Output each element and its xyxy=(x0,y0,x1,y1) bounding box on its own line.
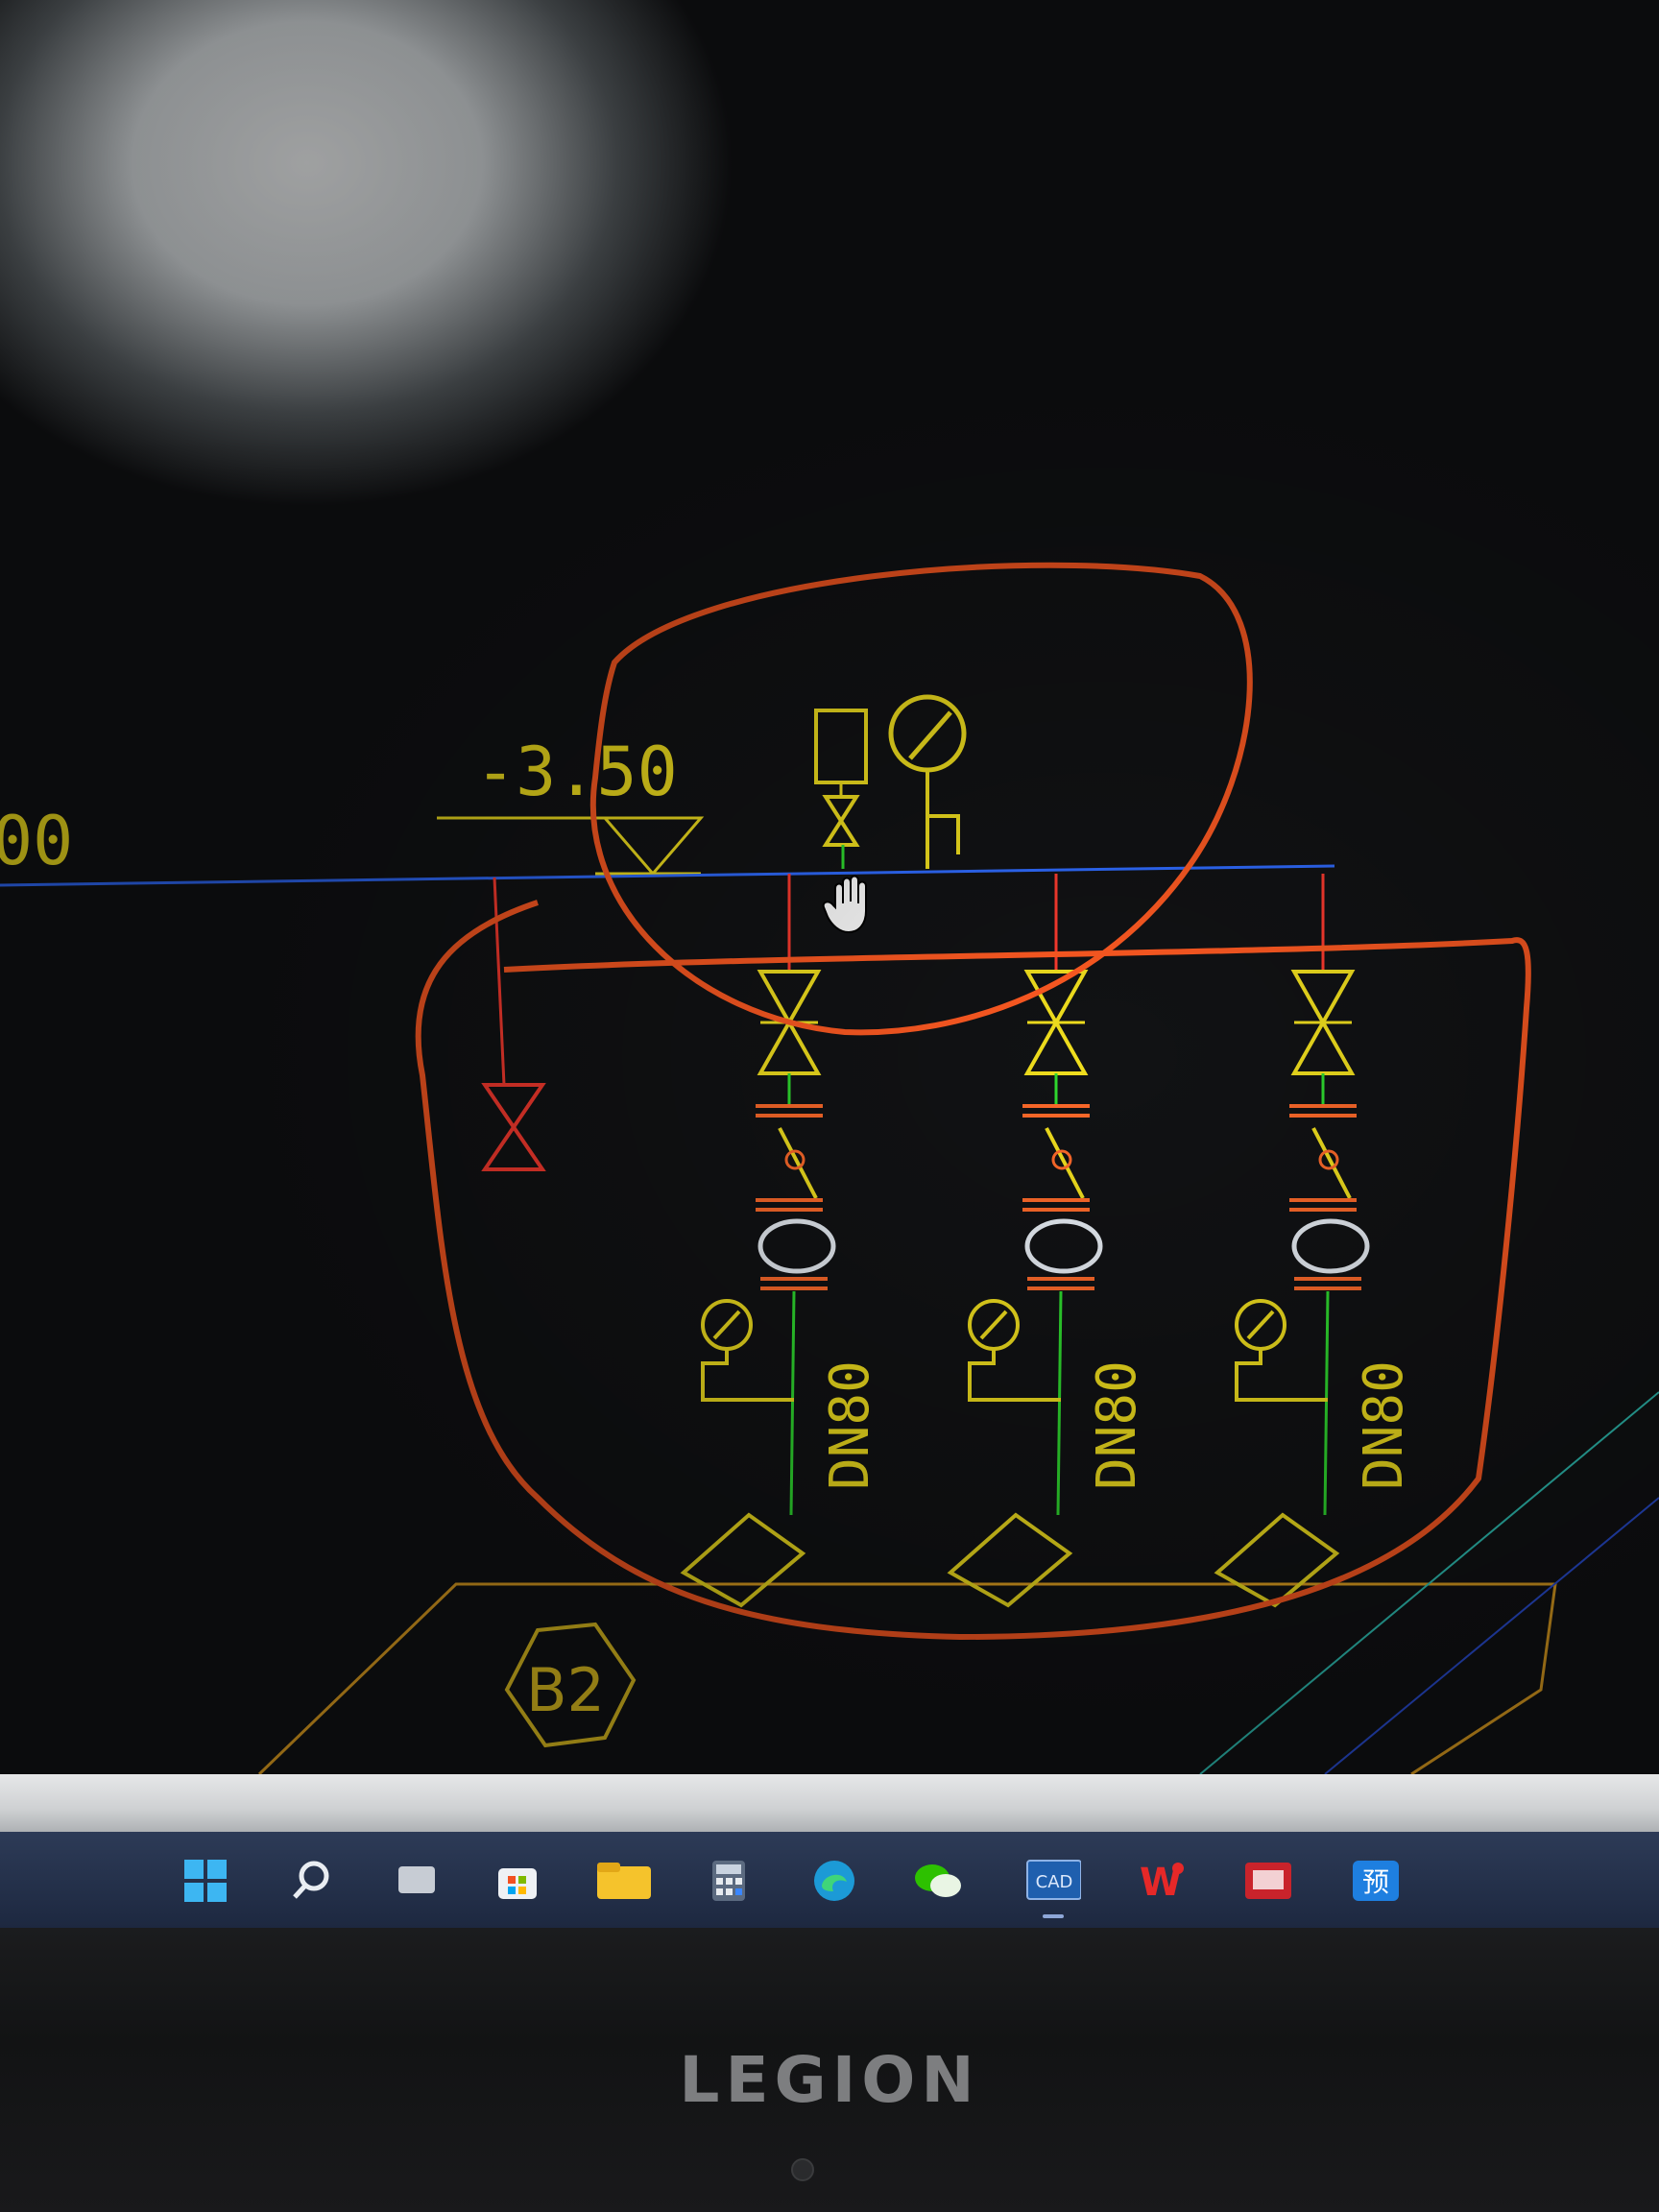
top-gauge-needle xyxy=(908,710,952,760)
laptop-brand-logo: LEGION xyxy=(679,2043,980,2117)
check-valve-icon-1 xyxy=(784,1149,805,1170)
pressure-gauge-needle-3 xyxy=(1246,1310,1275,1340)
pipe-size-label-3: DN80 xyxy=(1353,1360,1415,1490)
top-gauge-siphon xyxy=(926,770,960,854)
laptop-bezel xyxy=(0,1928,1659,2212)
area-tag-hexagon xyxy=(504,1622,637,1748)
file-explorer-icon[interactable] xyxy=(595,1853,651,1909)
cad-drawing-canvas[interactable]: -3.50 00 DN80 DN80 DN80 B2 xyxy=(0,0,1659,1774)
edge-icon[interactable] xyxy=(806,1853,862,1909)
search-icon[interactable] xyxy=(283,1853,339,1909)
elevation-label: -3.50 xyxy=(475,733,678,811)
flex-joint-icon-3 xyxy=(1291,1218,1370,1274)
instrument-valve-icon xyxy=(822,795,860,847)
drain-riser xyxy=(493,877,506,1086)
wps-icon[interactable]: W xyxy=(1135,1853,1190,1909)
calculator-icon[interactable] xyxy=(701,1853,757,1909)
pdf-app-icon[interactable] xyxy=(1240,1853,1296,1909)
floor-slab-outline xyxy=(257,1582,1557,1774)
cad-viewport[interactable]: -3.50 00 DN80 DN80 DN80 B2 xyxy=(0,0,1659,1774)
drain-valve-icon xyxy=(481,1083,546,1171)
pump-suction-icon-3 xyxy=(1214,1512,1340,1608)
cad-app-icon[interactable]: CAD xyxy=(1025,1853,1081,1918)
top-pressure-gauge-icon xyxy=(888,694,967,773)
markup-circle-bottom xyxy=(415,900,1531,1641)
wechat-icon[interactable] xyxy=(910,1853,966,1909)
svg-text:CAD: CAD xyxy=(1036,1872,1073,1892)
active-app-indicator xyxy=(1043,1914,1064,1918)
pipe-size-label-1: DN80 xyxy=(819,1360,881,1490)
flex-joint-icon-2 xyxy=(1024,1218,1103,1274)
pressure-gauge-needle-2 xyxy=(979,1310,1008,1340)
screen-bottom-bezel xyxy=(0,1774,1659,1832)
task-view-icon[interactable] xyxy=(389,1853,445,1909)
check-valve-icon-2 xyxy=(1051,1149,1072,1170)
gate-valve-icon-2 xyxy=(1023,970,1089,1075)
elevation-triangle xyxy=(601,816,705,877)
gate-valve-icon-1 xyxy=(757,970,822,1075)
svg-text:预: 预 xyxy=(1362,1866,1389,1898)
main-header-pipe xyxy=(0,864,1335,887)
check-valve-arm-3 xyxy=(1311,1127,1352,1199)
markup-circle-top xyxy=(589,562,1253,1036)
store-icon[interactable] xyxy=(490,1853,545,1909)
start-icon[interactable] xyxy=(178,1853,233,1909)
pressure-gauge-needle-1 xyxy=(712,1310,741,1340)
webcam-icon xyxy=(791,2158,814,2181)
hand-cursor-icon xyxy=(822,875,867,934)
branch-pipe-lower-2 xyxy=(1056,1290,1063,1516)
gauge-siphon-1 xyxy=(701,1349,794,1402)
blue-pipe-line-diagonal xyxy=(1324,1497,1659,1774)
pump-suction-icon-1 xyxy=(680,1512,806,1608)
cyan-pipe-line xyxy=(1199,1391,1659,1774)
windows-taskbar: CAD W 预 xyxy=(0,1832,1659,1928)
check-valve-arm-2 xyxy=(1045,1127,1085,1199)
pump-suction-icon-2 xyxy=(947,1512,1073,1608)
gauge-siphon-2 xyxy=(968,1349,1061,1402)
check-valve-arm-1 xyxy=(778,1127,818,1199)
branch-pipe-lower-3 xyxy=(1323,1290,1330,1516)
area-tag-label: B2 xyxy=(526,1655,605,1725)
pressure-switch-box xyxy=(814,709,868,784)
branch-pipe-lower-1 xyxy=(789,1290,796,1516)
left-edge-label: 00 xyxy=(0,802,73,880)
gate-valve-icon-3 xyxy=(1290,970,1356,1075)
pipe-size-label-2: DN80 xyxy=(1086,1360,1148,1490)
preview-app-icon[interactable]: 预 xyxy=(1348,1853,1404,1909)
check-valve-icon-3 xyxy=(1318,1149,1339,1170)
gauge-siphon-3 xyxy=(1235,1349,1328,1402)
flex-joint-icon-1 xyxy=(757,1218,836,1274)
